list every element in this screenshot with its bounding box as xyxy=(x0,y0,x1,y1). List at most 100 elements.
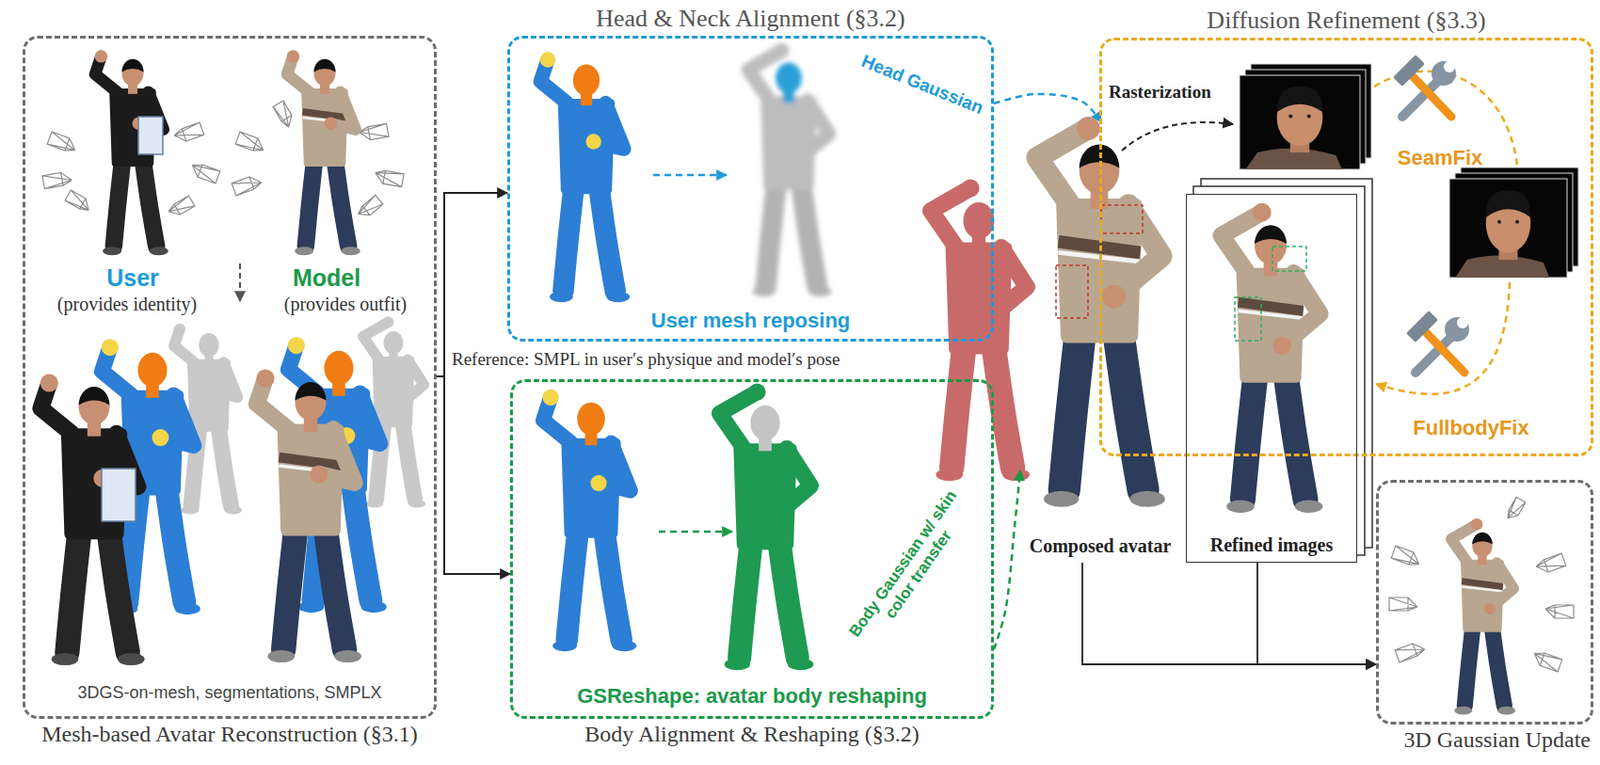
person-hand xyxy=(256,368,274,387)
person-figure xyxy=(930,178,1030,481)
person-shoe xyxy=(724,658,751,672)
camera-frustum xyxy=(358,123,389,142)
person-leg xyxy=(305,157,316,247)
person-leg xyxy=(113,157,124,247)
image-frame xyxy=(1239,75,1360,170)
person-figure xyxy=(720,383,815,671)
person-shoe xyxy=(1043,491,1079,508)
person-figure xyxy=(40,373,145,666)
camera-frustum xyxy=(355,194,384,221)
image-caption: Refined images xyxy=(1210,534,1334,557)
person-hand xyxy=(980,308,999,327)
camera-frustum xyxy=(166,195,195,219)
person-shoe xyxy=(612,640,638,652)
image-stack: Refined images xyxy=(1185,193,1358,563)
connector xyxy=(1257,562,1376,665)
person-shoe xyxy=(224,506,242,515)
person-shoe xyxy=(1226,500,1255,514)
connector xyxy=(993,470,1021,650)
rendered-head-image xyxy=(1449,178,1568,278)
image-eye xyxy=(1515,220,1520,224)
person-shoe xyxy=(1497,706,1516,716)
person-head xyxy=(323,351,353,386)
person-shoe xyxy=(366,499,384,508)
person-leg xyxy=(739,537,752,658)
person-figure xyxy=(256,368,362,663)
camera-lines xyxy=(173,122,205,144)
person-hand xyxy=(1076,116,1101,141)
held-package xyxy=(138,116,163,155)
person-leg xyxy=(324,522,345,650)
person-arm xyxy=(798,100,830,160)
person-hair xyxy=(313,59,336,73)
person-torso xyxy=(765,100,813,187)
person-arm xyxy=(400,359,425,405)
camera-frustum xyxy=(1391,545,1423,568)
role-note: (provides outfit) xyxy=(284,293,408,316)
camera-lines xyxy=(358,123,389,142)
person-head xyxy=(198,333,219,357)
person-hand xyxy=(540,51,556,67)
camera-lines xyxy=(272,100,296,129)
person-hand xyxy=(101,338,119,356)
person-hand xyxy=(748,383,766,400)
camera-frustum xyxy=(1531,650,1563,672)
shirt-stripe xyxy=(1461,587,1504,592)
flow-arrow xyxy=(658,530,733,534)
person-hand xyxy=(151,429,169,447)
person-figure xyxy=(543,389,638,652)
camera-lines xyxy=(166,195,195,219)
image-eye xyxy=(1307,114,1312,119)
person-shoe xyxy=(935,468,963,481)
image-hair xyxy=(1277,86,1324,112)
person-head xyxy=(963,202,995,240)
person-hand xyxy=(395,399,407,411)
person-hand xyxy=(1471,518,1483,530)
tool-label: SeamFix xyxy=(1397,145,1484,171)
person-hand xyxy=(309,464,328,483)
person-arm xyxy=(1281,272,1320,346)
flow-arrow xyxy=(239,263,241,302)
person-head xyxy=(573,64,600,96)
camera-lines xyxy=(373,169,404,188)
camera-frustum xyxy=(1394,640,1426,663)
person-figure xyxy=(287,49,361,256)
stage-panel: 3D Gaussian Update xyxy=(1376,480,1594,725)
hammer-head xyxy=(1392,54,1425,87)
wrench-notch xyxy=(1456,317,1469,329)
person-arm xyxy=(1114,205,1162,297)
person-hand xyxy=(288,336,305,354)
person-leg xyxy=(1117,325,1143,491)
camera-frustum xyxy=(1545,605,1574,619)
image-frame xyxy=(1449,178,1568,278)
person-leg xyxy=(1284,368,1306,500)
person-leg xyxy=(283,522,297,650)
camera-lines xyxy=(1504,496,1526,522)
shirt-band xyxy=(1461,581,1504,588)
person-hand xyxy=(543,389,560,406)
person-arm xyxy=(775,448,811,515)
camera-lines xyxy=(1535,553,1567,576)
person-shoe xyxy=(1002,468,1030,481)
panel-heading: Body Alignment & Reshaping (§3.2) xyxy=(584,721,919,748)
camera-lines xyxy=(47,131,79,154)
person-leg xyxy=(566,526,578,640)
person-hand xyxy=(585,133,601,149)
person-torso xyxy=(950,247,1008,350)
fix-highlight xyxy=(1234,297,1262,341)
person-hair xyxy=(1472,532,1492,545)
person-hand xyxy=(287,49,300,63)
person-hand xyxy=(767,507,784,525)
person-torso xyxy=(1241,272,1300,378)
person-leg xyxy=(1491,624,1505,707)
person-head xyxy=(775,63,802,95)
person-leg xyxy=(603,526,622,640)
person-shoe xyxy=(51,653,80,666)
held-package xyxy=(101,468,136,522)
person-hand xyxy=(40,373,59,392)
person-leg xyxy=(352,480,371,601)
fix-highlight xyxy=(1272,246,1307,272)
person-shoe xyxy=(180,506,199,515)
